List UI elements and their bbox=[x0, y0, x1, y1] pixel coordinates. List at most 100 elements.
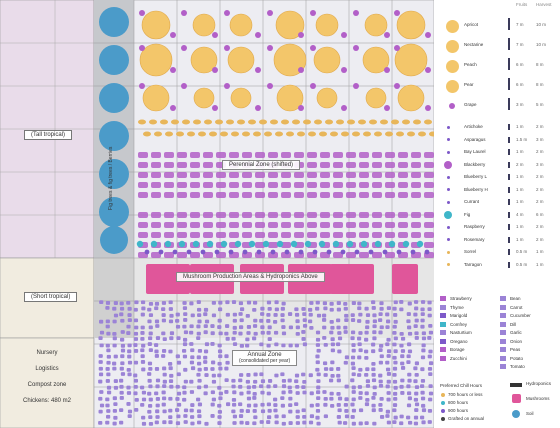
annual-plant bbox=[406, 354, 411, 359]
annual-plant bbox=[245, 313, 250, 318]
tree-legend-value: 7 m bbox=[516, 22, 524, 27]
perennial-legend-icon bbox=[446, 188, 450, 191]
perennial-plant bbox=[372, 192, 382, 198]
perennial-legend-bar bbox=[508, 186, 510, 193]
annual-plant bbox=[106, 385, 112, 390]
annual-plant bbox=[392, 355, 397, 360]
annual-plant bbox=[190, 313, 195, 318]
fruit-tree bbox=[142, 84, 170, 112]
small-shrub bbox=[149, 119, 157, 125]
annual-plant bbox=[420, 415, 425, 420]
perennial-plant bbox=[229, 172, 239, 178]
perennial-plant bbox=[216, 192, 226, 198]
annual-legend-name: Bean bbox=[510, 296, 521, 301]
annual-plant bbox=[140, 402, 145, 407]
annual-plant bbox=[420, 312, 425, 317]
perennial-plant bbox=[320, 232, 330, 238]
annual-plant bbox=[98, 336, 103, 341]
annual-plant bbox=[308, 312, 313, 317]
annual-plant bbox=[126, 402, 131, 406]
perennial-plant bbox=[333, 172, 343, 178]
perennial-plant bbox=[372, 232, 382, 238]
annual-plant bbox=[154, 354, 159, 358]
grape-vine bbox=[425, 67, 431, 73]
annual-plant bbox=[385, 360, 390, 365]
annual-plant bbox=[168, 379, 174, 383]
annual-plant bbox=[176, 391, 182, 396]
annual-plant bbox=[140, 325, 145, 330]
annual-plant bbox=[400, 349, 406, 353]
annual-plant bbox=[414, 391, 419, 396]
annual-plant bbox=[379, 301, 384, 306]
annual-plant bbox=[414, 408, 419, 412]
annual-plant bbox=[266, 312, 271, 317]
annual-plant bbox=[414, 385, 420, 390]
grape-vine bbox=[212, 105, 218, 111]
annual-plant bbox=[393, 360, 398, 365]
perennial-plant bbox=[255, 242, 265, 248]
annual-plant bbox=[414, 331, 419, 336]
annual-plant bbox=[147, 378, 152, 383]
small-shrub bbox=[391, 119, 399, 125]
perennial-plant bbox=[203, 212, 213, 218]
annual-plant bbox=[224, 390, 229, 394]
annual-legend-name: Potato bbox=[510, 355, 524, 361]
annual-plant bbox=[112, 331, 117, 336]
small-shrub bbox=[242, 131, 250, 137]
perennial-plant bbox=[411, 222, 421, 228]
perennial-plant bbox=[411, 182, 421, 188]
perennial-plant bbox=[151, 152, 161, 158]
annual-legend-swatch bbox=[440, 338, 446, 344]
annual-plant bbox=[168, 319, 174, 324]
annual-legend-swatch bbox=[440, 355, 446, 361]
annual-plant bbox=[280, 396, 285, 401]
annual-plant bbox=[420, 307, 425, 312]
perennial-plant bbox=[151, 192, 161, 198]
annual-plant bbox=[225, 312, 230, 317]
annual-plant bbox=[428, 349, 433, 354]
perennial-plant bbox=[346, 252, 356, 258]
annual-plant bbox=[183, 330, 189, 335]
annual-plant bbox=[98, 396, 103, 401]
perennial-plant bbox=[346, 192, 356, 198]
chill-legend-dot bbox=[441, 409, 445, 413]
fig-bush bbox=[99, 45, 129, 75]
small-shrub bbox=[303, 119, 311, 125]
annual-plant bbox=[210, 331, 215, 336]
perennial-plant bbox=[268, 212, 278, 218]
annual-plant bbox=[134, 408, 139, 412]
small-shrub bbox=[413, 119, 421, 125]
annual-plant bbox=[266, 391, 271, 396]
annual-plant bbox=[203, 324, 208, 329]
annual-plant bbox=[322, 361, 328, 366]
annual-plant bbox=[189, 408, 194, 413]
annual-plant bbox=[133, 384, 138, 389]
perennial-plant bbox=[229, 232, 239, 238]
annual-plant bbox=[259, 372, 264, 377]
perennial-plant bbox=[164, 252, 174, 258]
perennial-legend-bar bbox=[508, 211, 510, 218]
annual-plant bbox=[329, 396, 334, 401]
perennial-plant bbox=[190, 232, 200, 238]
annual-plant bbox=[217, 403, 222, 408]
perennial-plant bbox=[151, 232, 161, 238]
annual-plant bbox=[351, 366, 356, 371]
small-shrub bbox=[138, 119, 146, 125]
annual-plant bbox=[280, 372, 285, 377]
annual-legend-swatch bbox=[500, 296, 506, 301]
perennial-plant bbox=[229, 222, 239, 228]
annual-plant bbox=[428, 372, 433, 376]
perennial-plant bbox=[203, 222, 213, 228]
annual-plant bbox=[400, 354, 405, 359]
annual-legend-name: Oregano bbox=[450, 338, 468, 344]
annual-plant bbox=[357, 301, 362, 306]
annual-plant bbox=[378, 330, 383, 335]
grape-vine bbox=[310, 45, 316, 51]
herb-plant bbox=[410, 249, 416, 255]
annual-plant bbox=[155, 378, 161, 383]
annual-plant bbox=[120, 354, 125, 359]
annual-plant bbox=[105, 397, 110, 402]
annual-plant bbox=[281, 331, 287, 336]
perennial-plant bbox=[216, 182, 226, 188]
annual-plant bbox=[141, 390, 147, 395]
